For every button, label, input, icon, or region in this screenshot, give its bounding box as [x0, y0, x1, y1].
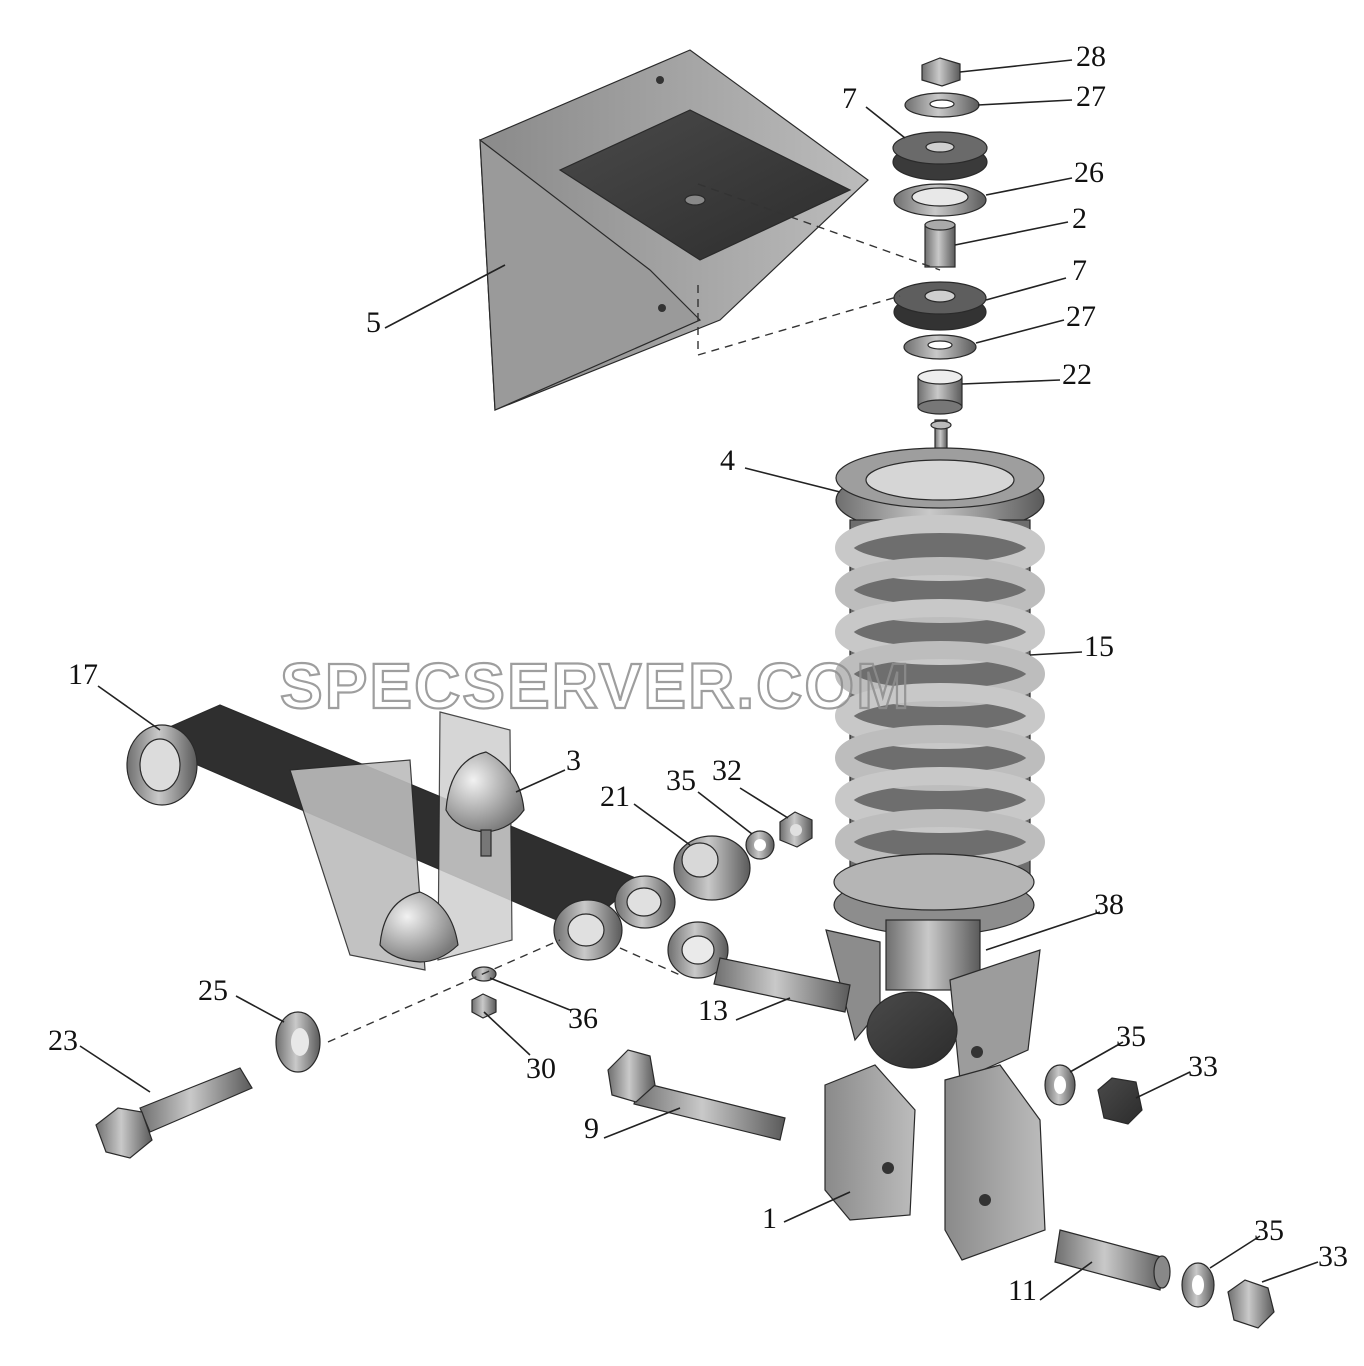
nut-33-mid: [1097, 1077, 1143, 1125]
bushing-21: [673, 835, 751, 901]
sleeve-2: [924, 219, 956, 268]
callout-4: 4: [720, 444, 735, 477]
shock-absorber-4: [835, 419, 1045, 535]
washer-27-bottom: [903, 334, 977, 360]
callout-21: 21: [600, 780, 630, 813]
callout-7-top: 7: [842, 82, 857, 115]
callout-36: 36: [568, 1002, 598, 1035]
bolt-23: [95, 1067, 253, 1159]
callout-1: 1: [762, 1202, 777, 1235]
callout-2: 2: [1072, 202, 1087, 235]
callout-33-middle: 33: [1188, 1050, 1218, 1083]
washer-26: [893, 183, 987, 217]
callout-35-lower: 35: [1254, 1214, 1284, 1247]
coil-spring-15: [835, 515, 1045, 881]
callout-3: 3: [566, 744, 581, 777]
washer-35-top: [745, 830, 775, 860]
bracket-5: [479, 49, 869, 411]
callout-32: 32: [712, 754, 742, 787]
bump-stop-3: [445, 751, 525, 857]
watermark-text: SPECSERVER.COM: [280, 650, 911, 722]
callout-30: 30: [526, 1052, 556, 1085]
nut-30: [471, 993, 497, 1019]
callout-25: 25: [198, 974, 228, 1007]
callout-38: 38: [1094, 888, 1124, 921]
bushing-eye: [553, 875, 676, 961]
nut-32: [779, 811, 813, 848]
bolt-9: [607, 1049, 786, 1141]
callout-26: 26: [1074, 156, 1104, 189]
callout-27-top: 27: [1076, 80, 1106, 113]
callout-labels: 28 27 7 26 2 7 27 22 5 4 15 17 3 35 32 2…: [48, 40, 1348, 1307]
callout-28: 28: [1076, 40, 1106, 73]
link-13: [667, 921, 851, 1013]
washer-35-mid: [1044, 1064, 1076, 1106]
leader-lines: [79, 59, 1319, 1301]
bushing-22: [917, 369, 963, 415]
callout-17: 17: [68, 658, 98, 691]
nut-33-bottom: [1227, 1279, 1275, 1329]
callout-35-upper: 35: [666, 764, 696, 797]
callout-27-bottom: 27: [1066, 300, 1096, 333]
callout-7-bottom: 7: [1072, 254, 1087, 287]
washer-25: [275, 1011, 321, 1073]
callout-23: 23: [48, 1024, 78, 1057]
callout-13: 13: [698, 994, 728, 1027]
callout-35-middle: 35: [1116, 1020, 1146, 1053]
callout-33-lower: 33: [1318, 1240, 1348, 1273]
cushion-7-top: [892, 131, 988, 181]
callout-15: 15: [1084, 630, 1114, 663]
callout-11: 11: [1008, 1274, 1037, 1307]
washer-27-top: [904, 92, 980, 118]
nut-28: [921, 57, 961, 87]
callout-5: 5: [366, 306, 381, 339]
cushion-7-bottom: [893, 281, 987, 331]
bump-stop-lower: [379, 891, 459, 963]
callout-22: 22: [1062, 358, 1092, 391]
callout-9: 9: [584, 1112, 599, 1145]
sleeve-11: [1054, 1229, 1171, 1291]
spring-seat-38: [833, 853, 1035, 991]
washer-35-bottom: [1181, 1262, 1215, 1308]
